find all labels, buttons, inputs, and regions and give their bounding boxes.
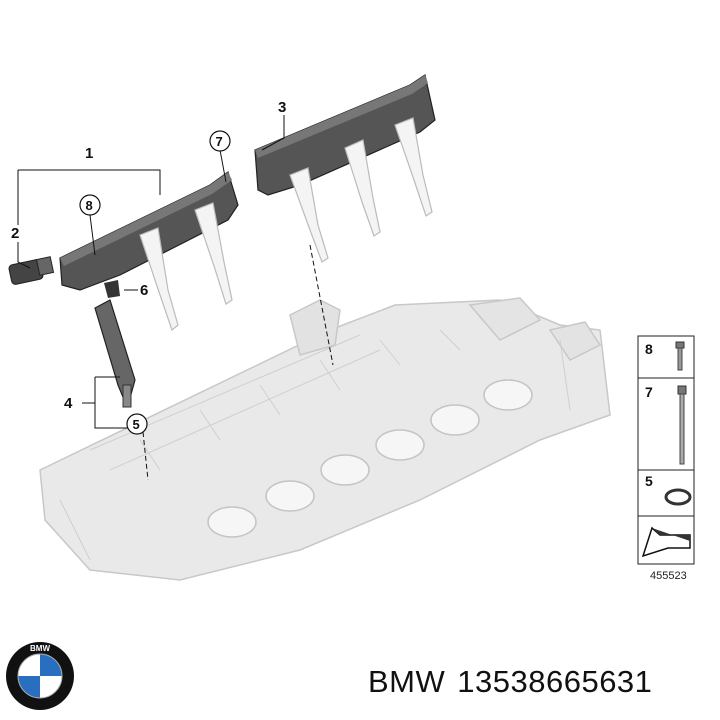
callout-1: 1	[85, 145, 93, 162]
legend-label-5: 5	[645, 473, 653, 489]
svg-text:BMW: BMW	[30, 644, 50, 653]
caption-part-number: 13538665631	[457, 664, 653, 699]
injector-ghost-right	[289, 117, 433, 263]
callout-2: 2	[11, 225, 19, 242]
callout-8: 8	[86, 198, 93, 213]
arrow-icon	[641, 526, 691, 558]
figure-number: 455523	[650, 570, 687, 582]
cylinder-head	[39, 297, 611, 581]
leader-lines	[17, 115, 334, 481]
callout-8-circle	[79, 194, 101, 216]
caption-brand: BMW	[368, 664, 446, 699]
legend-label-7: 7	[645, 384, 653, 400]
callout-7: 7	[216, 134, 223, 149]
legend-table: 8 7 5 455523	[637, 335, 695, 582]
o-ring-icon	[664, 488, 692, 506]
bmw-logo: BMW	[6, 642, 74, 710]
pressure-sensor	[8, 256, 55, 285]
callout-7-circle	[209, 130, 231, 152]
legend-label-8: 8	[645, 341, 653, 357]
callout-4: 4	[64, 395, 73, 412]
callout-6: 6	[140, 282, 148, 299]
fuel-rail-right	[254, 74, 436, 263]
callout-5-circle	[126, 413, 148, 435]
fuel-rail-left	[59, 171, 239, 332]
bolt-short-icon	[675, 341, 685, 371]
bolt-long-icon	[677, 385, 687, 465]
callout-5: 5	[133, 417, 140, 432]
part-caption: BMW 13538665631	[368, 664, 664, 700]
retaining-clip	[104, 280, 120, 298]
callouts: 1 2 3 4 6 7 8 5	[11, 99, 286, 435]
callout-3: 3	[278, 99, 286, 116]
injector-ghost-left	[139, 202, 233, 332]
fuel-injector	[94, 299, 136, 408]
